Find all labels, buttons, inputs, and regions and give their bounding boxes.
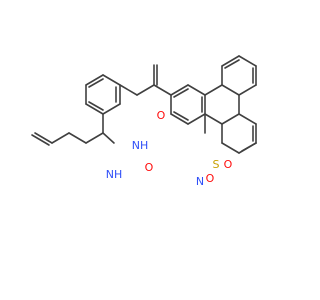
bond	[238, 113, 257, 125]
bond	[31, 134, 50, 146]
bond	[170, 113, 189, 125]
bond	[34, 132, 53, 144]
bond	[187, 113, 206, 125]
bond	[221, 84, 240, 96]
bond	[68, 132, 87, 144]
bond	[85, 103, 104, 115]
bond	[102, 132, 115, 144]
bond	[102, 74, 121, 86]
atom-label-o-amide-right: O	[157, 109, 166, 122]
bond	[173, 111, 189, 121]
bond	[204, 84, 223, 96]
atom-label-n-ring: N	[196, 175, 204, 188]
bond	[153, 84, 172, 96]
bond	[102, 103, 121, 115]
bond	[136, 84, 155, 96]
atom-label-n-amide-right: NH	[132, 139, 149, 152]
bond	[85, 74, 104, 86]
molecule-structure-diagram: NH O NH O S O O N	[31, 55, 257, 188]
atom-label-o-sulfonyl-2: O	[206, 172, 215, 185]
bond	[119, 84, 138, 96]
atom-label-s-sulfonyl: S	[213, 158, 220, 171]
atom-label-n-amide-left: NH	[106, 168, 123, 181]
bond	[85, 132, 104, 144]
bond	[221, 55, 240, 67]
bond	[187, 84, 206, 96]
bond	[170, 84, 189, 96]
bond	[241, 142, 257, 152]
bond	[224, 59, 240, 69]
atom-labels: NH O NH O S O O N	[104, 108, 234, 188]
bond	[221, 142, 240, 154]
atom-label-o-amide-left: O	[145, 161, 154, 174]
bond	[88, 101, 104, 111]
bond-lines	[31, 55, 257, 154]
bond	[173, 88, 189, 98]
atom-label-o-sulfonyl-1: O	[224, 158, 233, 171]
bond	[204, 113, 223, 125]
bond	[221, 113, 240, 125]
bond	[238, 55, 257, 67]
bond	[238, 84, 257, 96]
bond	[88, 78, 104, 88]
bond	[51, 132, 70, 144]
